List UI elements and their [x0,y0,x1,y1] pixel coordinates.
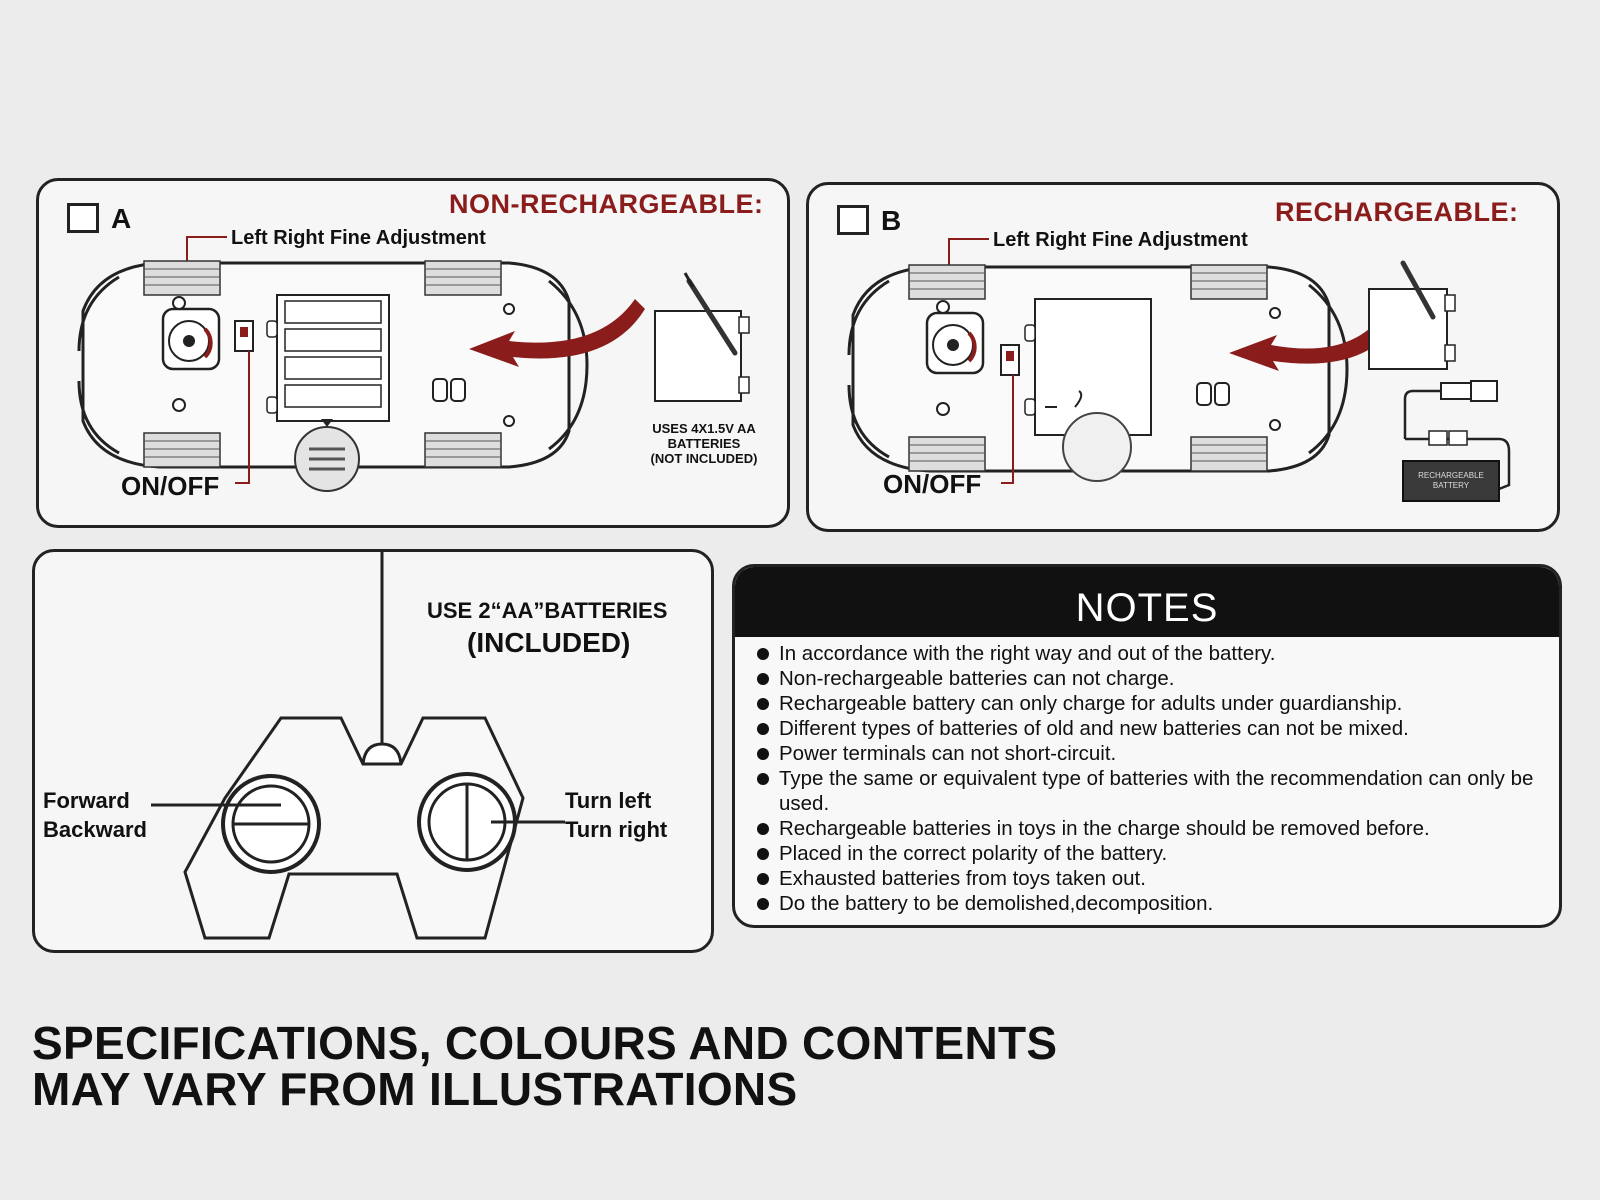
backward-label: Backward [43,817,147,842]
adjust-label-b: Left Right Fine Adjustment [993,229,1248,251]
note-item: Rechargeable battery can only charge for… [755,691,1541,716]
panel-b-rechargeable: B RECHARGEABLE: Left Right Fine Adjustme… [806,182,1560,532]
note-item: Different types of batteries of old and … [755,716,1541,741]
note-item: Rechargeable batteries in toys in the ch… [755,816,1541,841]
panel-a-non-rechargeable: A NON-RECHARGEABLE: Left Right Fine Adju… [36,178,790,528]
note-item: Non-rechargeable batteries can not charg… [755,666,1541,691]
note-item: In accordance with the right way and out… [755,641,1541,666]
rechargeable-battery-line-2: BATTERY [1432,481,1470,490]
curved-arrow-icon [1229,305,1401,371]
note-item: Placed in the correct polarity of the ba… [755,841,1541,866]
note-item: Do the battery to be demolished,decompos… [755,891,1541,916]
screwdriver-icon [1400,260,1436,320]
curved-arrow-icon [469,299,645,367]
remote-control-icon [151,552,565,940]
disclaimer-line-1: SPECIFICATIONS, COLOURS AND CONTENTS [32,1017,1058,1069]
notes-panel: NOTES In accordance with the right way a… [732,564,1562,928]
onoff-label-a: ON/OFF [121,471,220,501]
disclaimer: SPECIFICATIONS, COLOURS AND CONTENTS MAY… [32,1020,1057,1112]
battery-note-line-3: (NOT INCLUDED) [650,451,758,466]
turn-right-label: Turn right [565,817,668,842]
notes-list: In accordance with the right way and out… [755,641,1541,916]
onoff-label-b: ON/OFF [883,469,982,499]
screwdriver-icon [686,278,738,356]
turn-left-label: Turn left [565,788,652,813]
rechargeable-battery-label: RECHARGEABLE BATTERY [1403,471,1499,491]
option-b-letter: B [881,205,902,236]
notes-title: NOTES [735,567,1559,637]
remote-battery-line-1: USE 2“AA”BATTERIES [427,598,668,623]
note-item: Exhausted batteries from toys taken out. [755,866,1541,891]
note-item: Type the same or equivalent type of batt… [755,766,1541,816]
battery-note-line-2: BATTERIES [667,436,741,451]
remote-battery-line-2: (INCLUDED) [467,627,631,658]
rechargeable-battery-line-1: RECHARGEABLE [1418,471,1484,480]
battery-note-a: USES 4X1.5V AA BATTERIES (NOT INCLUDED) [629,421,779,466]
option-b-checkbox[interactable] [837,205,869,235]
forward-label: Forward [43,788,130,813]
car-chassis-icon [77,236,750,492]
disclaimer-line-2: MAY VARY FROM ILLUSTRATIONS [32,1063,798,1115]
note-item: Power terminals can not short-circuit. [755,741,1541,766]
option-a-letter: A [111,203,132,234]
usb-charger-icon [1403,389,1441,439]
adjust-label-a: Left Right Fine Adjustment [231,227,486,249]
right-stick-label: Turn left Turn right [565,786,667,844]
battery-note-line-1: USES 4X1.5V AA [652,421,756,436]
option-a-checkbox[interactable] [67,203,99,233]
left-stick-label: Forward Backward [43,786,147,844]
panel-b-title: RECHARGEABLE: [1275,197,1519,227]
panel-remote: USE 2“AA”BATTERIES (INCLUDED) Forward Ba… [32,549,714,953]
car-chassis-icon [847,238,1511,502]
panel-a-title: NON-RECHARGEABLE: [449,189,764,219]
